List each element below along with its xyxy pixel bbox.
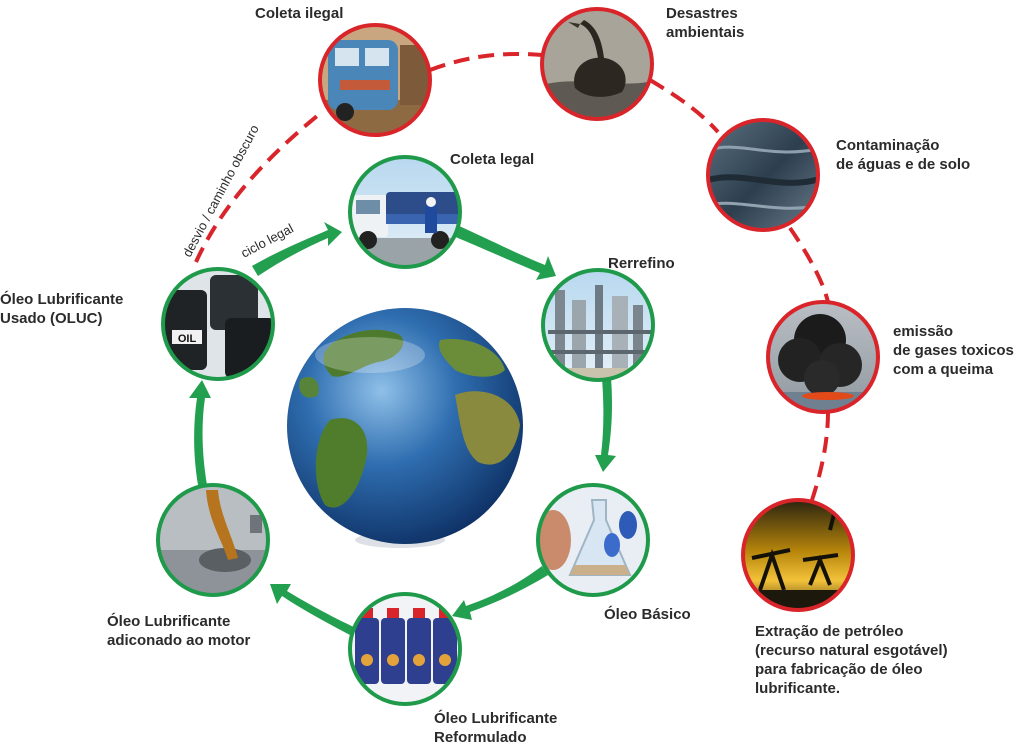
label-coleta-ilegal: Coleta ilegal xyxy=(255,5,344,22)
oiled-bird-icon xyxy=(540,7,654,121)
refinery-icon xyxy=(541,268,655,382)
label-emissao: emissão de gases toxicos com a queima xyxy=(893,323,1014,378)
arrow-motor-to-oluc xyxy=(189,380,211,485)
arrow-coleta-to-rerrefino xyxy=(453,225,556,280)
label-desastres: Desastres ambientais xyxy=(666,5,745,41)
arrow-rerrefino-to-basico xyxy=(595,378,616,472)
label-rerrefino: Rerrefino xyxy=(608,255,675,272)
globe-icon xyxy=(287,308,523,548)
oil-pumpjack-icon xyxy=(741,498,855,612)
label-oluc: Óleo Lubrificante Usado (OLUC) xyxy=(0,291,124,327)
label-contaminacao: Contaminação de águas e de solo xyxy=(836,137,971,173)
old-van-icon xyxy=(318,23,432,137)
oil-bottles-icon xyxy=(348,592,462,706)
legal-cycle-arrows xyxy=(189,222,616,636)
oil-barrels-icon: OIL xyxy=(161,267,275,381)
label-coleta-legal: Coleta legal xyxy=(450,151,535,168)
illegal-path-label: desvio / caminho obscuro xyxy=(179,122,261,259)
arrow-oluc-to-coleta xyxy=(252,222,342,276)
arrow-reformulado-to-motor xyxy=(270,584,356,636)
smoke-fire-icon xyxy=(766,300,880,414)
collection-truck-icon xyxy=(348,155,462,269)
engine-oil-pour-icon xyxy=(156,483,270,597)
label-extracao: Extração de petróleo (recurso natural es… xyxy=(755,623,948,697)
polluted-water-icon xyxy=(706,118,820,232)
lab-flask-icon xyxy=(536,483,650,597)
label-oleo-basico: Óleo Básico xyxy=(604,606,691,623)
svg-text:OIL: OIL xyxy=(178,333,197,345)
arrow-basico-to-reformulado xyxy=(452,566,548,620)
label-reformulado: Óleo Lubrificante Reformulado xyxy=(434,710,558,746)
label-motor: Óleo Lubrificante adiconado ao motor xyxy=(107,613,251,649)
illegal-path-line xyxy=(194,51,830,501)
